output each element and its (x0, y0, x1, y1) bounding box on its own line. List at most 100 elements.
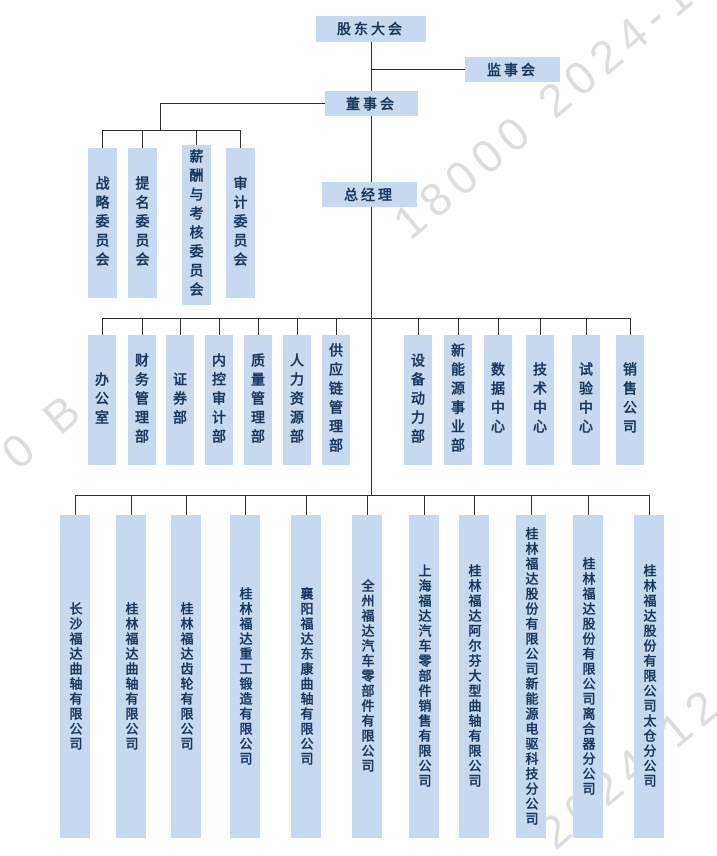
connector-line (649, 495, 650, 515)
subsidiary-label: 桂林福达股份有限公司离合器分公司 (580, 556, 596, 797)
committee-box: 战略委员会 (88, 148, 117, 298)
connector-line (102, 318, 103, 335)
subsidiary-box: 襄阳福达东康曲轴有限公司 (291, 515, 321, 838)
subsidiary-label: 桂林福达曲轴有限公司 (123, 601, 139, 752)
connector-line (458, 318, 459, 335)
committee-box: 提名委员会 (128, 148, 157, 298)
department-box: 内控审计部 (205, 335, 233, 465)
connector-line (630, 318, 631, 335)
node-board-of-directors: 董事会 (325, 91, 418, 116)
watermark-text: 2024-12-26 (528, 616, 717, 856)
connector-line (588, 495, 589, 515)
committee-label: 提名委员会 (134, 175, 151, 271)
department-label: 销售公司 (622, 362, 638, 438)
department-label: 办公室 (94, 371, 110, 429)
committee-label: 战略委员会 (94, 175, 111, 271)
department-label: 技术中心 (532, 362, 548, 438)
connector-line (131, 495, 132, 515)
connector-line (367, 495, 368, 515)
subsidiary-box: 桂林福达曲轴有限公司 (116, 515, 146, 838)
subsidiary-box: 长沙福达曲轴有限公司 (60, 515, 90, 838)
department-label: 试验中心 (578, 362, 594, 438)
connector-line (75, 495, 650, 496)
connector-line (371, 69, 465, 70)
connector-line (245, 495, 246, 515)
department-box: 质量管理部 (244, 335, 272, 465)
subsidiary-label: 桂林福达阿尔芬大型曲轴有限公司 (466, 564, 482, 789)
connector-line (371, 42, 372, 91)
subsidiary-label: 襄阳福达东康曲轴有限公司 (298, 586, 314, 767)
connector-line (586, 318, 587, 335)
connector-line (418, 318, 419, 335)
subsidiary-box: 上海福达汽车零部件销售有限公司 (409, 515, 439, 838)
department-label: 内控审计部 (211, 352, 227, 448)
subsidiary-box: 桂林福达阿尔芬大型曲轴有限公司 (459, 515, 489, 838)
department-label: 新能源事业部 (450, 343, 466, 457)
connector-line (531, 495, 532, 515)
department-box: 数据中心 (484, 335, 512, 465)
connector-line (336, 318, 337, 335)
watermark-text: 0 B (0, 379, 96, 479)
department-box: 技术中心 (526, 335, 554, 465)
subsidiary-label: 桂林福达齿轮有限公司 (178, 601, 194, 752)
node-general-manager: 总经理 (322, 182, 417, 207)
subsidiary-box: 桂林福达股份有限公司离合器分公司 (573, 515, 603, 838)
subsidiary-box: 桂林福达股份有限公司新能源电驱科技分公司 (516, 515, 546, 838)
department-box: 人力资源部 (283, 335, 311, 465)
department-box: 财务管理部 (128, 335, 156, 465)
department-box: 新能源事业部 (444, 335, 472, 465)
department-label: 设备动力部 (410, 352, 426, 448)
subsidiary-label: 长沙福达曲轴有限公司 (67, 601, 83, 752)
subsidiary-label: 上海福达汽车零部件销售有限公司 (416, 564, 432, 789)
department-label: 证券部 (172, 371, 188, 429)
subsidiary-label: 桂林福达股份有限公司太仓分公司 (641, 564, 657, 789)
subsidiary-label: 桂林福达股份有限公司新能源电驱科技分公司 (523, 526, 539, 827)
committee-label: 薪酬与考核委员会 (188, 149, 205, 301)
connector-line (424, 495, 425, 515)
subsidiary-label: 桂林福达重工锻造有限公司 (237, 586, 253, 767)
committee-box: 审计委员会 (226, 148, 255, 298)
connector-line (371, 207, 372, 495)
connector-line (102, 130, 103, 148)
connector-line (160, 103, 161, 130)
connector-line (142, 130, 143, 148)
connector-line (540, 318, 541, 335)
department-box: 试验中心 (572, 335, 600, 465)
subsidiary-label: 全州福达汽车零部件有限公司 (359, 579, 375, 774)
connector-line (142, 318, 143, 335)
connector-line (306, 495, 307, 515)
subsidiary-box: 桂林福达齿轮有限公司 (171, 515, 201, 838)
connector-line (219, 318, 220, 335)
department-label: 人力资源部 (289, 352, 305, 448)
connector-line (474, 495, 475, 515)
connector-line (240, 130, 241, 148)
subsidiary-box: 桂林福达重工锻造有限公司 (230, 515, 260, 838)
subsidiary-box: 全州福达汽车零部件有限公司 (352, 515, 382, 838)
node-supervisory-board: 监事会 (465, 57, 560, 82)
department-label: 数据中心 (490, 362, 506, 438)
connector-line (498, 318, 499, 335)
node-shareholders-meeting: 股东大会 (316, 16, 426, 42)
department-label: 供应链管理部 (328, 343, 344, 457)
connector-line (102, 318, 630, 319)
connector-line (297, 318, 298, 335)
department-box: 销售公司 (616, 335, 644, 465)
connector-line (102, 130, 241, 131)
connector-line (75, 495, 76, 515)
connector-line (186, 495, 187, 515)
connector-line (180, 318, 181, 335)
connector-line (160, 103, 325, 104)
department-label: 财务管理部 (134, 352, 150, 448)
connector-line (196, 130, 197, 145)
connector-line (371, 116, 372, 182)
department-label: 质量管理部 (250, 352, 266, 448)
committee-label: 审计委员会 (232, 175, 249, 271)
department-box: 供应链管理部 (322, 335, 350, 465)
committee-box: 薪酬与考核委员会 (182, 145, 211, 305)
department-box: 设备动力部 (404, 335, 432, 465)
connector-line (258, 318, 259, 335)
subsidiary-box: 桂林福达股份有限公司太仓分公司 (634, 515, 664, 838)
department-box: 证券部 (166, 335, 194, 465)
department-box: 办公室 (88, 335, 116, 465)
